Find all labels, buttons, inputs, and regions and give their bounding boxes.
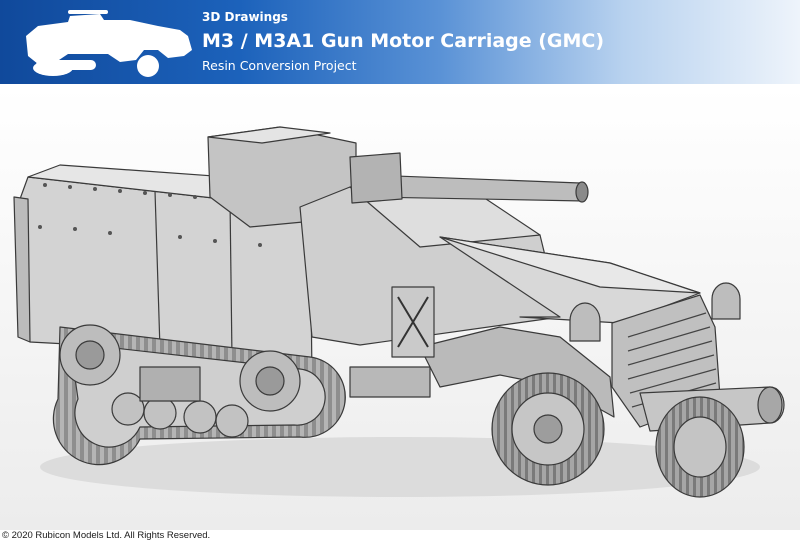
vehicle-model	[13, 126, 785, 498]
copyright-notice: © 2020 Rubicon Models Ltd. All Rights Re…	[2, 530, 211, 541]
page-subtitle: Resin Conversion Project	[202, 58, 357, 73]
halftrack-render	[0, 87, 800, 530]
halftrack-silhouette-icon	[26, 10, 192, 77]
header-banner: 3D Drawings M3 / M3A1 Gun Motor Carriage…	[0, 0, 800, 87]
category-label: 3D Drawings	[202, 10, 288, 24]
page-title: M3 / M3A1 Gun Motor Carriage (GMC)	[202, 30, 605, 52]
